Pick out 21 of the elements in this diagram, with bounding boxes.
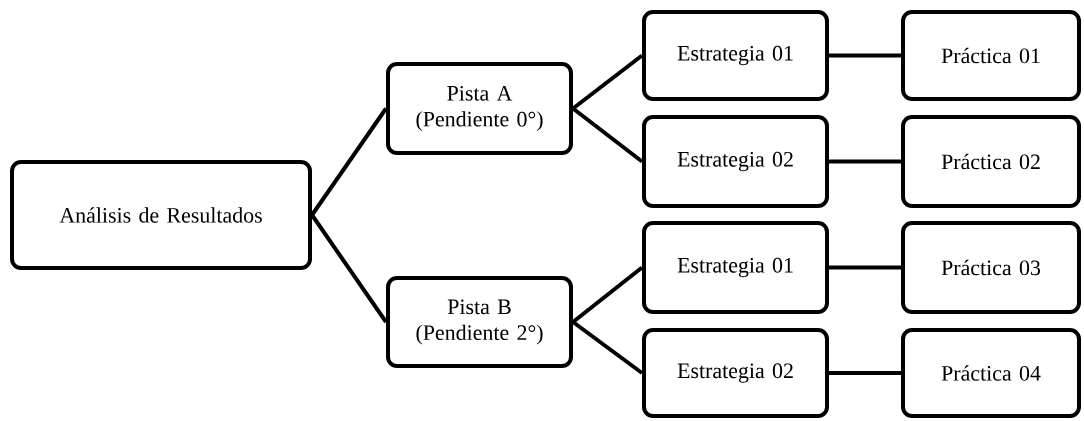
connector-line bbox=[829, 159, 901, 164]
process-box: Práctica 02 bbox=[901, 115, 1081, 208]
process-box: Práctica 03 bbox=[901, 221, 1081, 314]
process-box: Práctica 04 bbox=[901, 328, 1081, 418]
connector-line bbox=[310, 213, 388, 324]
process-box: Estrategia 02 bbox=[642, 115, 829, 208]
process-box: Pista A (Pendiente 0°) bbox=[386, 62, 573, 155]
connector-line bbox=[571, 53, 644, 111]
process-box: Práctica 01 bbox=[901, 10, 1081, 101]
process-box: Pista B (Pendiente 2°) bbox=[386, 276, 573, 368]
connector-line bbox=[310, 107, 388, 217]
connector-line bbox=[829, 53, 901, 58]
connector-line bbox=[571, 265, 644, 324]
process-box: Estrategia 01 bbox=[642, 221, 829, 314]
connector-line bbox=[829, 265, 901, 270]
process-box: Análisis de Resultados bbox=[10, 160, 312, 270]
connector-line bbox=[571, 106, 644, 164]
process-box: Estrategia 02 bbox=[642, 328, 829, 418]
connector-line bbox=[571, 320, 644, 375]
process-box: Estrategia 01 bbox=[642, 10, 829, 101]
connector-line bbox=[829, 371, 901, 375]
